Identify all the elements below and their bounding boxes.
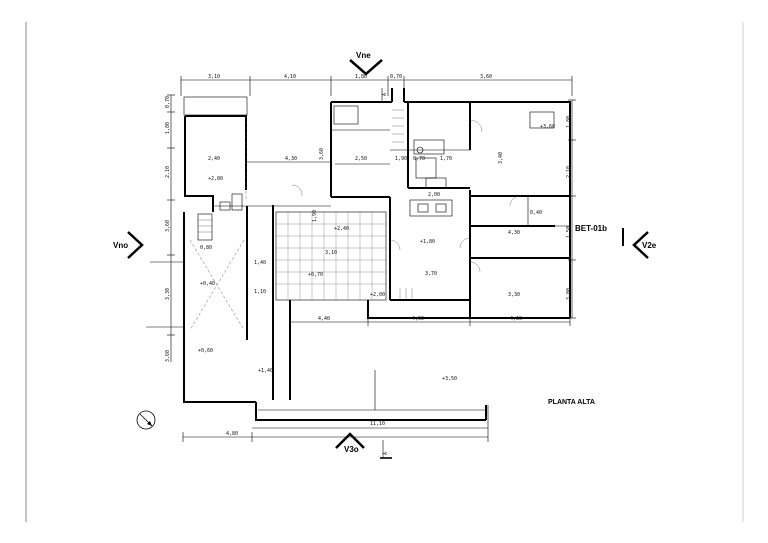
drawing-title: PLANTA ALTA xyxy=(548,399,595,406)
level-mark-10: +2,00 xyxy=(370,292,385,298)
level-mark-6: +0,60 xyxy=(198,348,213,354)
level-mark-2: +0,40 xyxy=(200,281,215,287)
view-marker-north: Vne xyxy=(349,51,383,76)
view-marker-west: Vno xyxy=(113,231,144,259)
level-mark-9: +3,60 xyxy=(540,124,555,130)
dim-int-9: 2,00 xyxy=(428,192,440,198)
view-marker-south: V3o xyxy=(335,432,365,454)
dim-int-7: 1,70 xyxy=(440,156,452,162)
svg-text:Vno: Vno xyxy=(113,241,128,250)
section-label: BET-01b xyxy=(575,224,607,233)
level-mark-7: +1,40 xyxy=(258,368,273,374)
dim-top-3: 1,80 xyxy=(355,74,367,80)
dim-int-6: 0,70 xyxy=(413,156,425,162)
interior-dimension-labels: 2,40 4,30 3,60 2,50 1,90 0,70 1,70 3,40 … xyxy=(200,148,542,298)
svg-text:V2e: V2e xyxy=(642,241,657,250)
level-mark-3: +0,70 xyxy=(308,272,323,278)
dim-int-17: 1,10 xyxy=(254,289,266,295)
level-mark-4: +1,80 xyxy=(420,239,435,245)
dim-int-3: 3,60 xyxy=(319,148,325,160)
interior-walls xyxy=(213,102,570,318)
dim-top-2: 4,10 xyxy=(284,74,296,80)
dim-base-2: 11,10 xyxy=(370,421,385,427)
cut-label-top: A xyxy=(382,93,388,96)
level-mark-8: +3,50 xyxy=(442,376,457,382)
svg-text:V3o: V3o xyxy=(344,445,359,454)
dim-int-16: 1,40 xyxy=(254,260,266,266)
dim-int-15: 0,80 xyxy=(200,245,212,251)
dim-int-11: 3,10 xyxy=(325,250,337,256)
cut-label-bottom: A xyxy=(383,452,389,455)
dim-left-3: 2,10 xyxy=(165,166,171,178)
dim-bottom-1: 4,40 xyxy=(318,316,330,322)
dim-int-13: 4,30 xyxy=(508,230,520,236)
dim-top-1: 3,10 xyxy=(208,74,220,80)
dim-left-6: 3,60 xyxy=(165,350,171,362)
dim-left-4: 3,60 xyxy=(165,220,171,232)
level-mark-1: +2,80 xyxy=(208,176,223,182)
level-mark-5: +2,40 xyxy=(334,226,349,232)
dim-int-10: 1,90 xyxy=(312,210,318,222)
stair-lines xyxy=(189,109,413,331)
dim-int-14: 3,30 xyxy=(508,292,520,298)
dim-int-2: 4,30 xyxy=(285,156,297,162)
dim-int-18: 0,40 xyxy=(530,210,542,216)
dim-left-2: 1,80 xyxy=(165,122,171,134)
fixtures xyxy=(219,105,555,273)
dim-top-5: 3,60 xyxy=(480,74,492,80)
dim-left-1: 0,70 xyxy=(165,96,171,108)
dim-int-1: 2,40 xyxy=(208,156,220,162)
dim-left-5: 3,30 xyxy=(165,288,171,300)
level-marks: +2,80 +0,40 +0,70 +1,80 +2,40 +0,60 +1,4… xyxy=(198,124,555,382)
base-dimension-chain: 4,80 11,10 xyxy=(182,405,489,442)
dim-int-5: 1,90 xyxy=(395,156,407,162)
dim-int-4: 2,50 xyxy=(355,156,367,162)
top-dimension-chain: 3,10 4,10 1,80 0,70 3,60 xyxy=(180,74,573,96)
dim-top-4: 0,70 xyxy=(390,74,402,80)
north-arrow-icon xyxy=(136,410,156,430)
svg-text:Vne: Vne xyxy=(356,51,371,60)
dim-base-1: 4,80 xyxy=(226,431,238,437)
dim-int-12: 3,70 xyxy=(425,271,437,277)
left-dimension-chain: 0,70 1,80 2,10 3,60 3,30 3,60 xyxy=(165,94,175,362)
section-cut-lines xyxy=(146,88,624,459)
exterior-walls xyxy=(183,88,571,421)
tiled-floor-grid xyxy=(275,211,387,301)
dim-int-8: 3,40 xyxy=(498,152,504,164)
view-marker-east: V2e xyxy=(632,231,657,259)
